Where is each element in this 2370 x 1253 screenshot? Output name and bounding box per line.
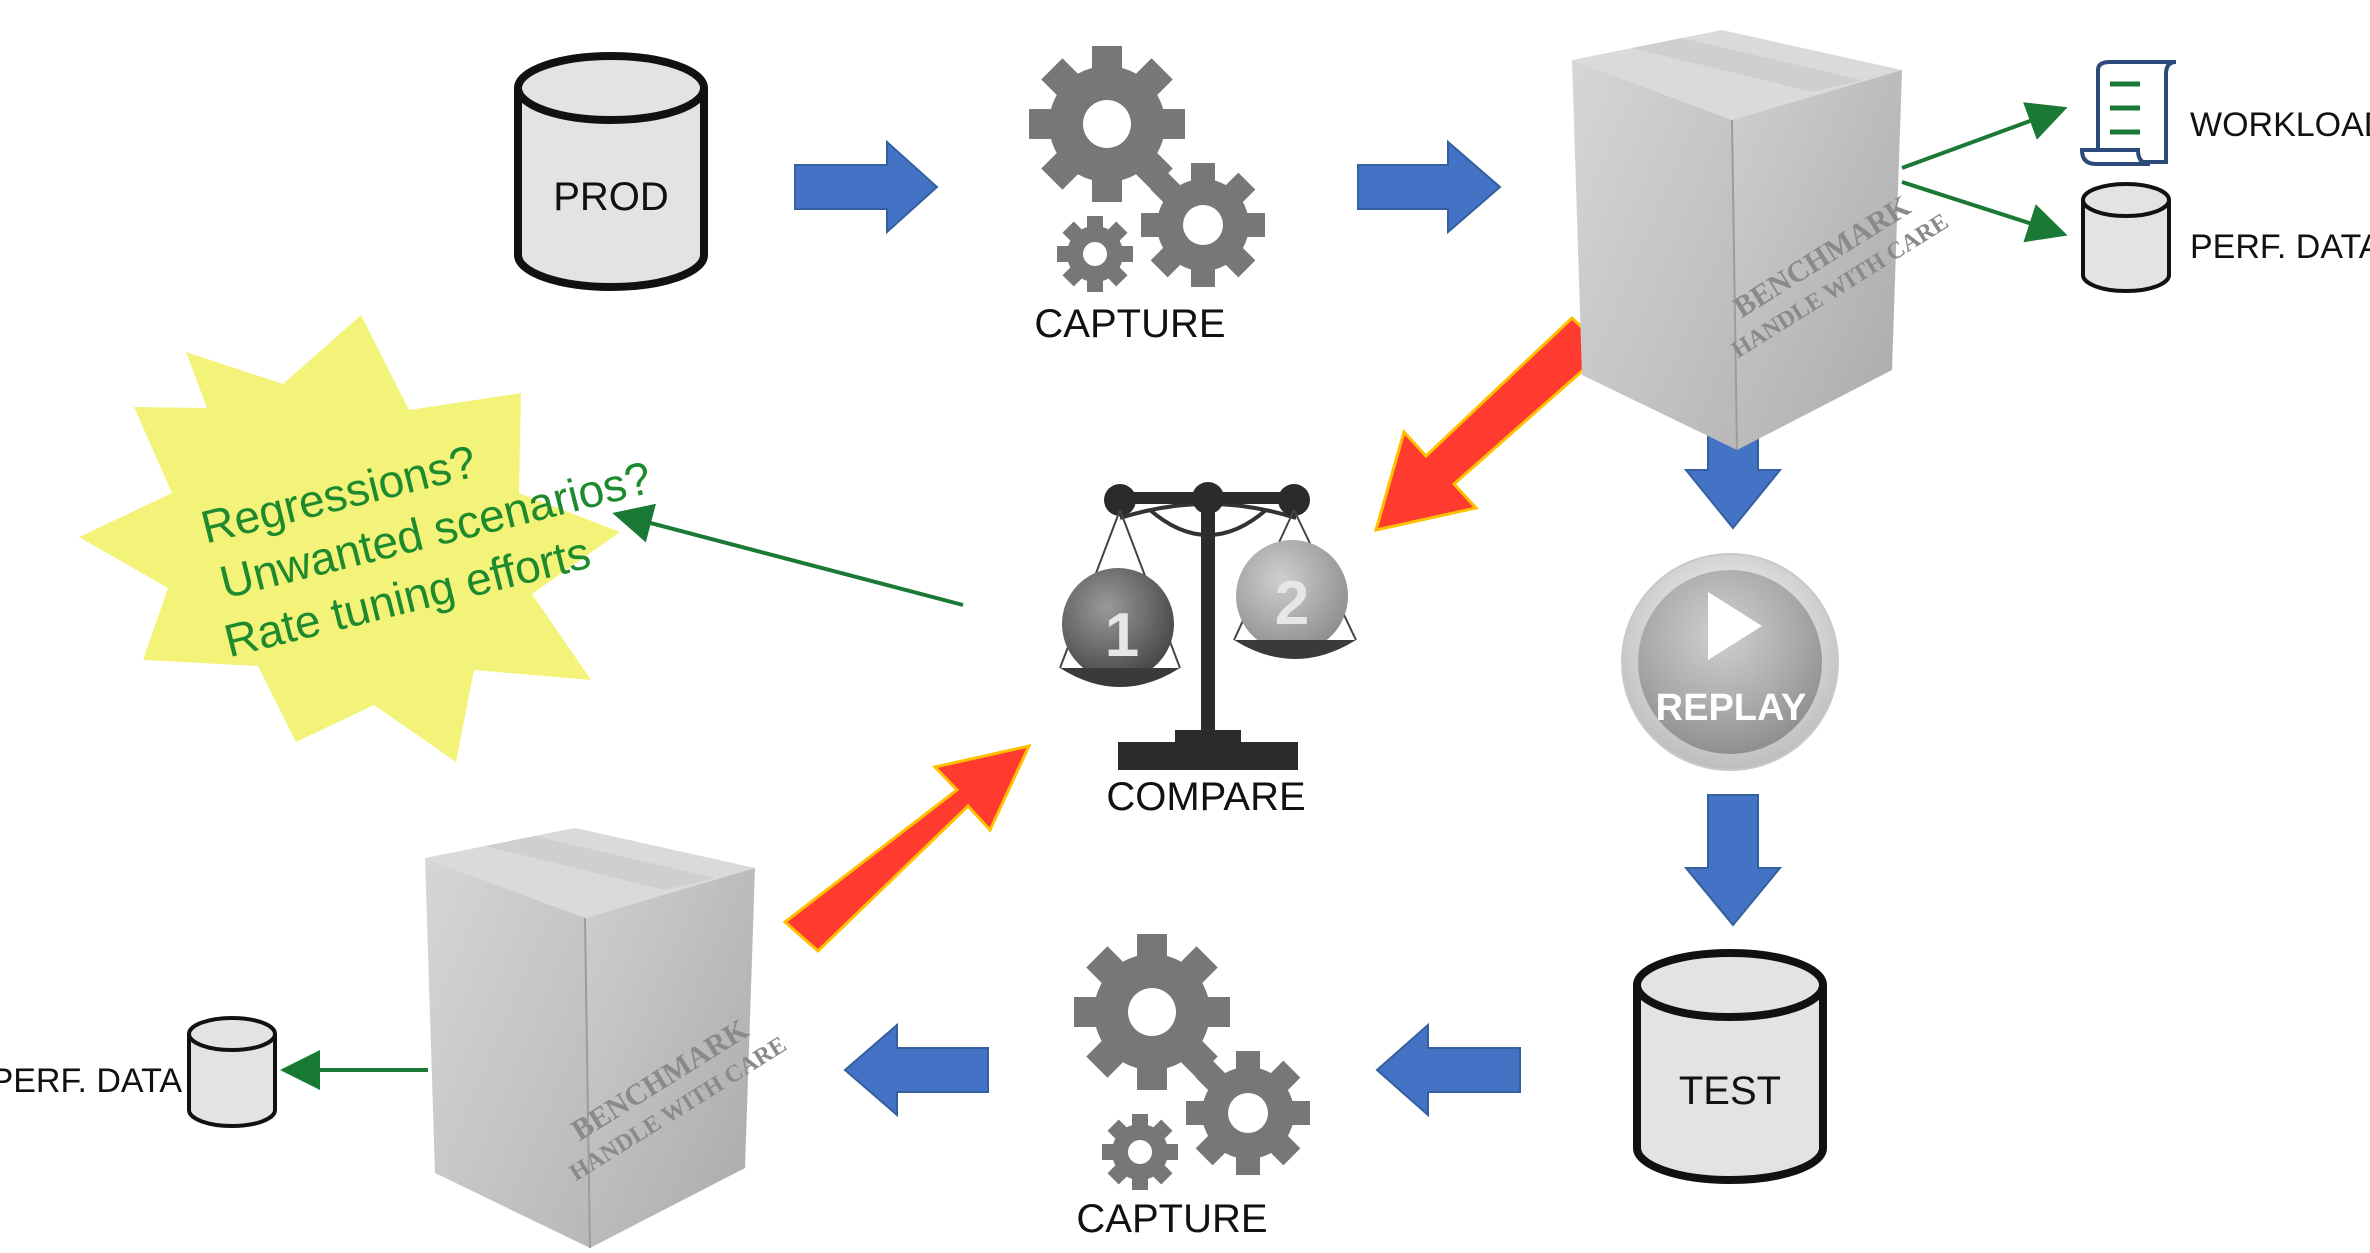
callout-burst: Regressions? Unwanted scenarios? Rate tu… bbox=[79, 315, 656, 762]
capture-top-label: CAPTURE bbox=[1034, 302, 1225, 346]
scale-ball-2-number: 2 bbox=[1275, 569, 1309, 638]
perf-data-bottom-label: PERF. DATA bbox=[0, 1062, 182, 1100]
link-arrows bbox=[280, 102, 2068, 1090]
scale-ball-1 bbox=[1062, 568, 1174, 680]
test-label: TEST bbox=[1679, 1069, 1781, 1113]
compare-scales: 1 2 COMPARE bbox=[1059, 482, 1357, 819]
workload-label: WORKLOAD bbox=[2190, 106, 2370, 144]
capture-bottom: CAPTURE bbox=[1074, 934, 1310, 1241]
arrow-benchmark-to-compare bbox=[1373, 315, 1609, 533]
arrow-test-to-capture bbox=[1375, 1022, 1521, 1118]
database-icon bbox=[2081, 182, 2171, 293]
capture-bottom-label: CAPTURE bbox=[1076, 1197, 1267, 1241]
arrow-capture-to-benchmark-bottom bbox=[843, 1022, 989, 1118]
arrow-compare-to-callout bbox=[612, 503, 964, 607]
scale-ball-1-number: 1 bbox=[1105, 601, 1139, 670]
arrow-capture-to-benchmark bbox=[1357, 139, 1502, 235]
compare-label: COMPARE bbox=[1106, 775, 1305, 819]
arrow-prod-to-capture bbox=[794, 139, 939, 235]
gears-icon bbox=[1074, 934, 1310, 1190]
database-icon bbox=[187, 1016, 277, 1128]
perf-data-bottom: PERF. DATA bbox=[0, 1016, 277, 1128]
test-database: TEST bbox=[1633, 949, 1827, 1184]
database-icon bbox=[1633, 949, 1827, 1184]
arrow-benchmark-to-workload bbox=[1901, 102, 2068, 170]
capture-top: CAPTURE bbox=[1029, 46, 1265, 346]
arrow-benchmark-bottom-to-compare bbox=[782, 743, 1032, 954]
replay-button: REPLAY bbox=[1621, 553, 1839, 771]
prod-label: PROD bbox=[553, 175, 669, 219]
callout-shape bbox=[79, 315, 620, 762]
scale-ball-2 bbox=[1236, 540, 1348, 652]
prod-database: PROD bbox=[514, 52, 708, 291]
document-icon bbox=[2079, 60, 2177, 166]
gears-icon bbox=[1029, 46, 1265, 292]
perf-data-top-label: PERF. DATA bbox=[2190, 228, 2370, 266]
arrow-benchmark-to-perf-data bbox=[1901, 180, 2068, 243]
workload-item: WORKLOAD bbox=[2079, 60, 2370, 166]
benchmark-box-bottom: BENCHMARK HANDLE WITH CARE bbox=[424, 827, 791, 1249]
replay-label: REPLAY bbox=[1656, 687, 1807, 729]
compare-arrows bbox=[782, 315, 1609, 954]
database-icon bbox=[514, 52, 708, 291]
replay-button-icon bbox=[1621, 553, 1839, 771]
perf-data-top: PERF. DATA bbox=[2081, 182, 2370, 293]
benchmark-box-top: BENCHMARK HANDLE WITH CARE bbox=[1571, 29, 1953, 451]
arrow-replay-to-test bbox=[1683, 794, 1783, 927]
scales-icon bbox=[1059, 482, 1357, 770]
